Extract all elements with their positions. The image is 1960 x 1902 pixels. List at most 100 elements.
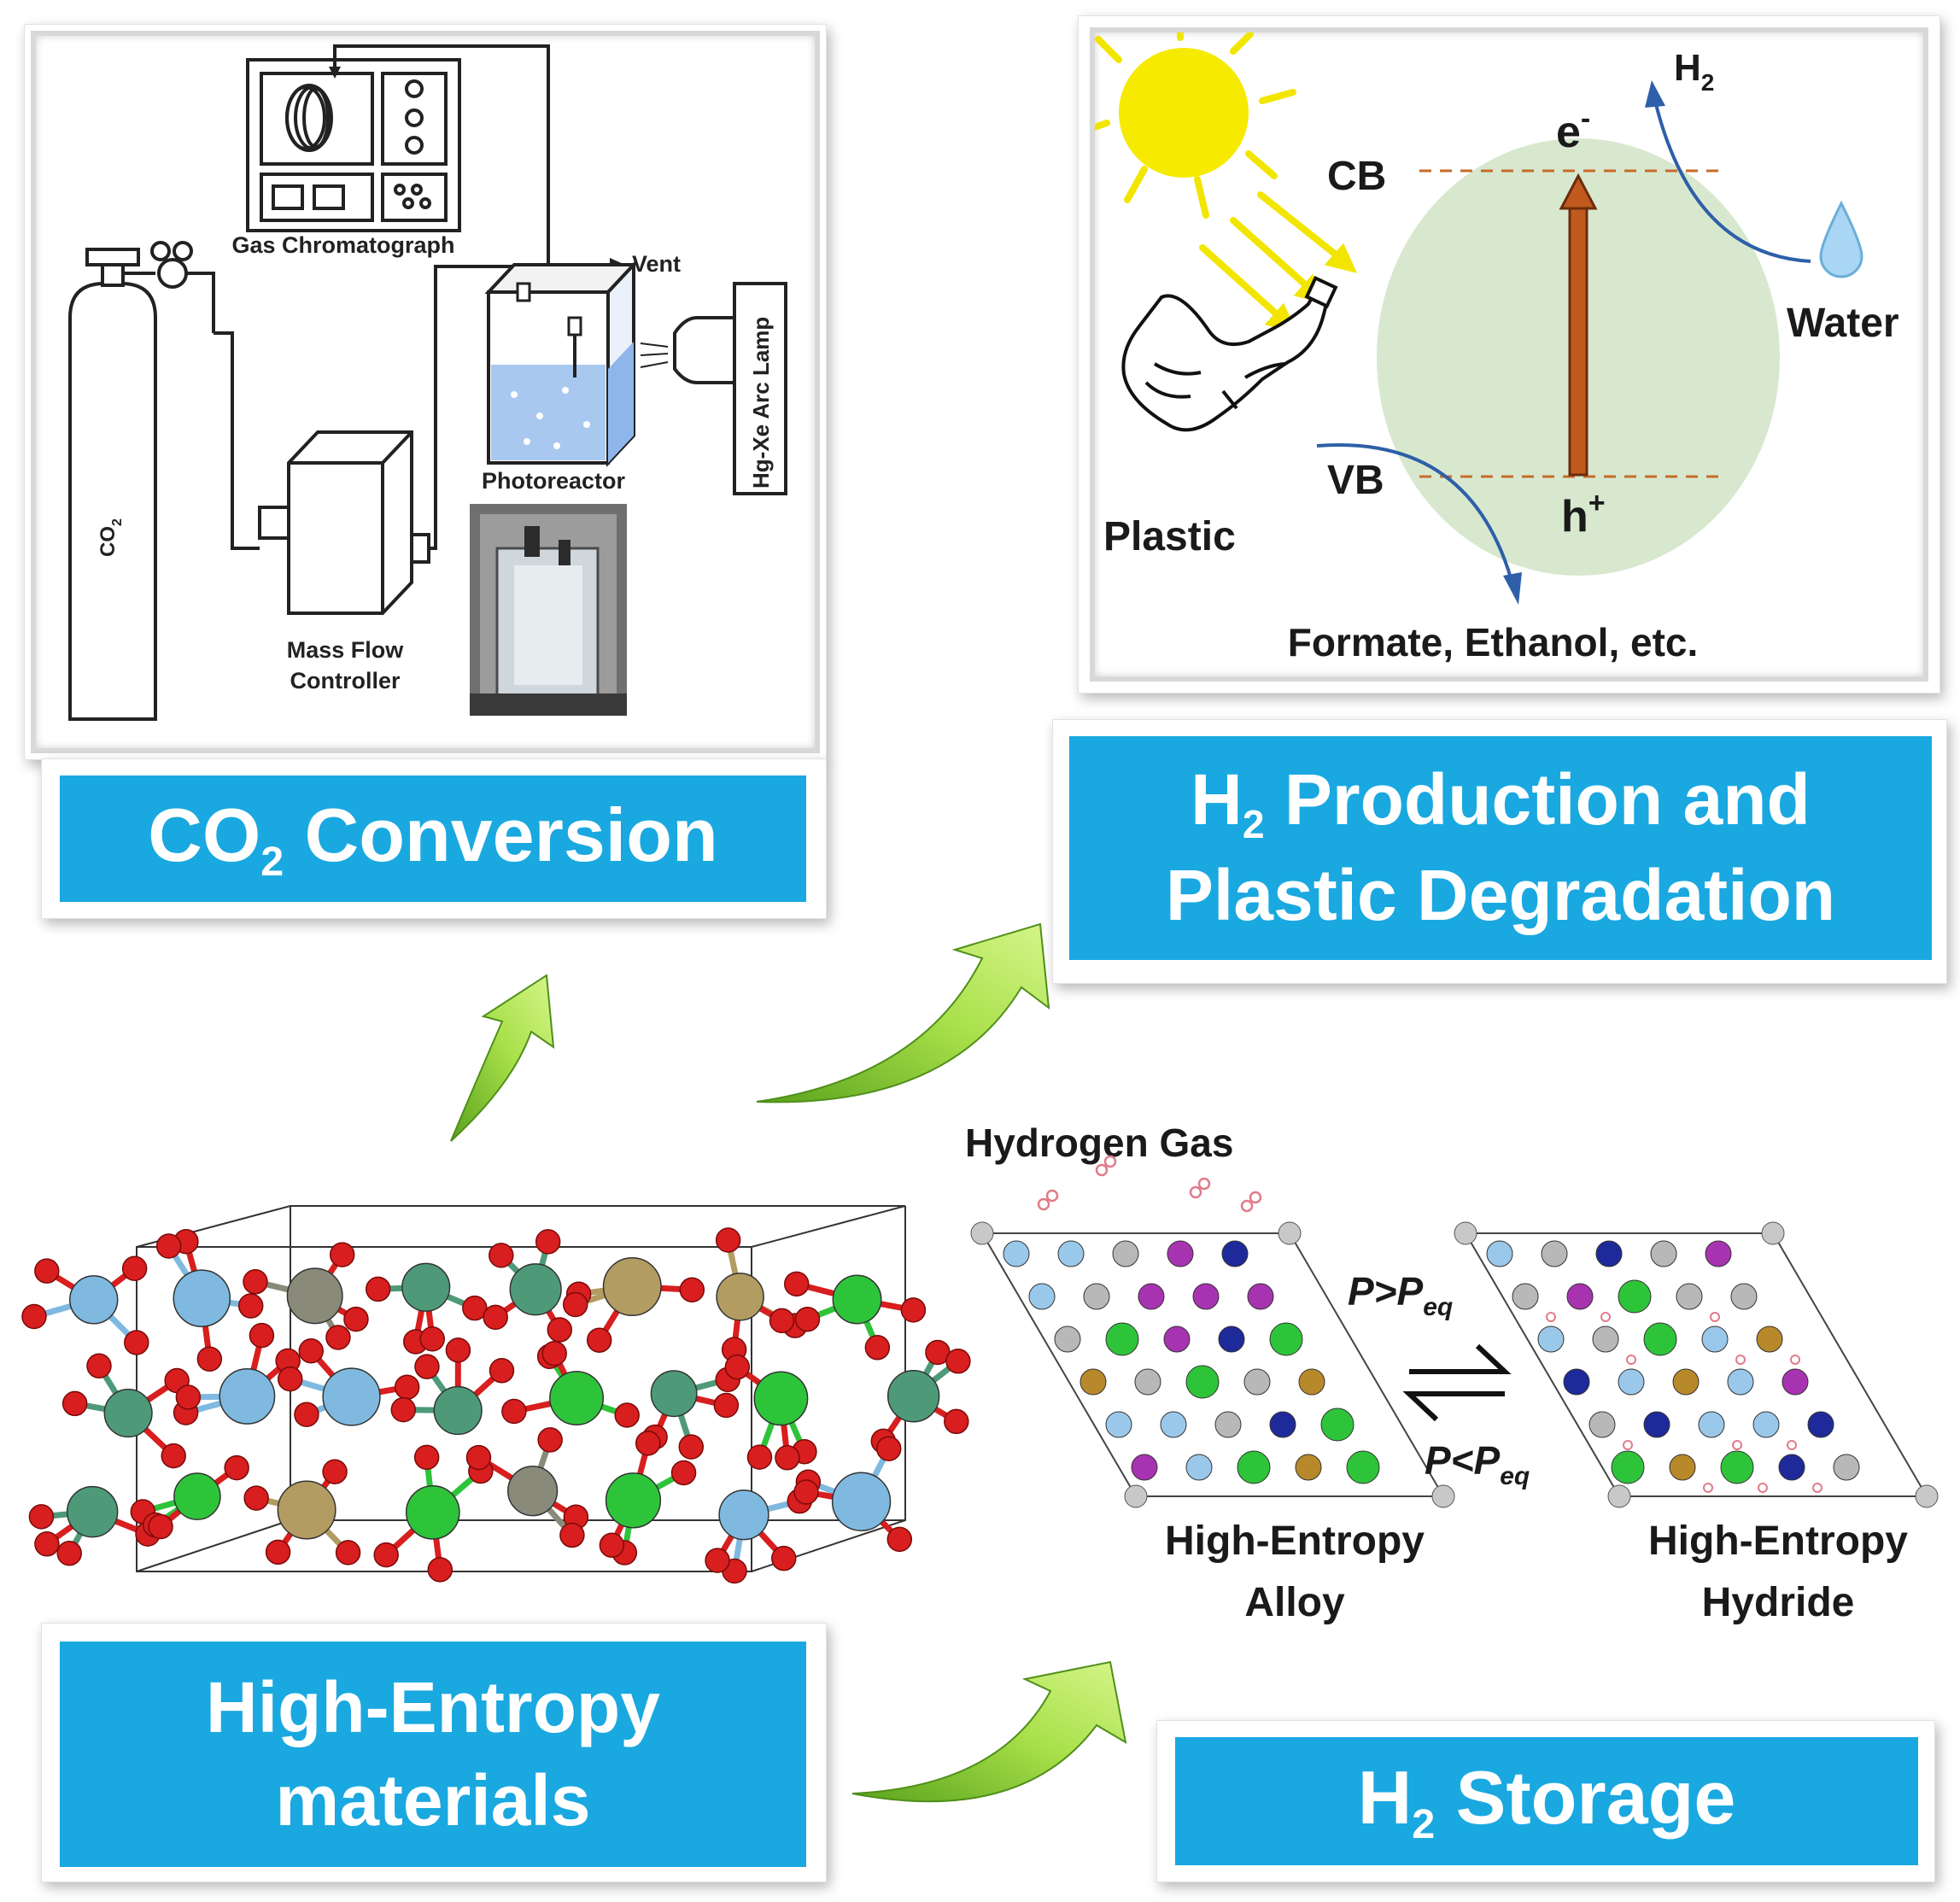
oxygen-atom — [249, 1322, 275, 1349]
oxygen-atom — [243, 1485, 269, 1511]
lattice-atom — [1192, 1283, 1220, 1310]
oxygen-atom — [559, 1522, 585, 1548]
hydride-lattice — [1454, 1221, 1939, 1508]
lattice-atom — [1214, 1411, 1242, 1438]
oxygen-atom — [945, 1349, 971, 1374]
co2-conversion-label: CO2 Conversion — [60, 775, 806, 902]
hydrogen-gas-label: Hydrogen Gas — [965, 1121, 1233, 1165]
oxygen-atom — [771, 1545, 797, 1571]
lattice-atom — [1112, 1240, 1139, 1267]
lattice-atom — [1592, 1326, 1619, 1353]
metal-atom — [753, 1371, 809, 1426]
hydrogen-atom — [1732, 1440, 1742, 1450]
lattice-atom — [1756, 1326, 1783, 1353]
oxygen-atom — [34, 1258, 60, 1284]
h2-molecule-atom — [1189, 1185, 1202, 1199]
h2-storage-label: H2 Storage — [1175, 1737, 1918, 1865]
oxygen-atom — [562, 1291, 588, 1318]
lattice-atom — [1672, 1368, 1700, 1396]
h2-molecule-atom — [1197, 1177, 1211, 1191]
oxygen-atom — [678, 1434, 705, 1460]
lattice-atom — [1298, 1368, 1325, 1396]
electron-label: e- — [1556, 102, 1590, 157]
hydrogen-atom — [1623, 1440, 1633, 1450]
h2-molecule-atom — [1249, 1191, 1262, 1204]
metal-atom — [507, 1466, 559, 1517]
oxygen-atom — [713, 1392, 740, 1419]
plastic-oxidation-arrowhead — [1503, 572, 1522, 605]
oxygen-atom — [465, 1444, 492, 1471]
lattice-atom — [1566, 1283, 1594, 1310]
oxygen-atom — [900, 1297, 927, 1323]
hydrogen-atom — [1703, 1483, 1713, 1493]
lattice-atom — [1595, 1240, 1623, 1267]
h2-molecule-atom — [1240, 1199, 1254, 1213]
hydrogen-atom — [1787, 1440, 1797, 1450]
oxygen-atom — [783, 1271, 810, 1297]
hydrogen-atom — [1546, 1312, 1556, 1322]
oxygen-atom — [56, 1540, 82, 1566]
metal-atom — [401, 1262, 451, 1312]
mfc-label-line2: Controller — [290, 668, 400, 693]
h2-molecule-atom — [1095, 1163, 1109, 1177]
oxygen-atom — [196, 1346, 223, 1372]
lattice-atom — [1028, 1283, 1056, 1310]
lattice-atom — [1778, 1454, 1805, 1481]
lattice-corner-atom — [1761, 1221, 1785, 1245]
crystal-bonds — [31, 1237, 962, 1574]
metal-atom — [831, 1472, 892, 1531]
oxygen-atom — [329, 1242, 355, 1267]
oxygen-atom — [155, 1233, 182, 1259]
hydrogen-atom — [1735, 1355, 1746, 1365]
oxygen-atom — [124, 1330, 149, 1355]
metal-atom — [219, 1367, 276, 1425]
oxygen-atom — [294, 1402, 319, 1427]
gc-label: Gas Chromatograph — [231, 232, 454, 258]
oxygen-atom — [489, 1243, 514, 1268]
oxygen-atom — [243, 1269, 268, 1295]
lattice-atom — [1782, 1368, 1809, 1396]
lattice-corner-atom — [1278, 1221, 1302, 1245]
lattice-atom — [1512, 1283, 1539, 1310]
metal-atom — [173, 1472, 221, 1520]
alloy-label-line2: Alloy — [1244, 1580, 1345, 1625]
lattice-atom — [1269, 1411, 1296, 1438]
h2-arrowhead — [1645, 80, 1665, 108]
hydride-label-line1: High-Entropy — [1648, 1519, 1908, 1564]
metal-atom — [277, 1480, 336, 1540]
lattice-atom — [1237, 1450, 1271, 1484]
gas-chromatograph — [246, 58, 461, 232]
oxygen-atom — [794, 1306, 821, 1332]
h2-evolution-arrow — [1653, 100, 1811, 263]
oxygen-atom — [724, 1354, 751, 1380]
lattice-atom — [1618, 1368, 1645, 1396]
photoreactor-label: Photoreactor — [482, 468, 626, 494]
hydrogen-atom — [1600, 1312, 1611, 1322]
lattice-atom — [1160, 1411, 1187, 1438]
lattice-atom — [1105, 1411, 1132, 1438]
arrow-to-h2-production — [756, 922, 1050, 1103]
h2-molecule-atom — [1103, 1155, 1117, 1168]
cb-label: CB — [1327, 154, 1386, 199]
lattice-corner-atom — [1431, 1484, 1455, 1508]
oxygen-atom — [864, 1335, 891, 1361]
water-label: Water — [1787, 301, 1899, 346]
oxygen-atom — [28, 1504, 55, 1530]
metal-atom — [549, 1371, 605, 1426]
oxygen-atom — [414, 1354, 440, 1379]
oxygen-atom — [679, 1277, 705, 1302]
oxygen-atom — [535, 1229, 561, 1255]
oxygen-atom — [394, 1374, 420, 1400]
oxygen-atom — [489, 1358, 515, 1384]
lattice-atom — [1131, 1454, 1158, 1481]
pressure-above-eq-label: P>Peq — [1348, 1269, 1453, 1321]
lattice-atom — [1167, 1240, 1194, 1267]
oxygen-atom — [944, 1408, 969, 1435]
metal-atom — [605, 1472, 662, 1529]
oxygen-atom — [86, 1353, 112, 1379]
arrow-to-co2 — [450, 974, 555, 1142]
lattice-atom — [1057, 1240, 1085, 1267]
lattice-atom — [1833, 1454, 1860, 1481]
crystal-structure-illustration — [21, 1205, 971, 1584]
hydrogen-atom — [1790, 1355, 1800, 1365]
